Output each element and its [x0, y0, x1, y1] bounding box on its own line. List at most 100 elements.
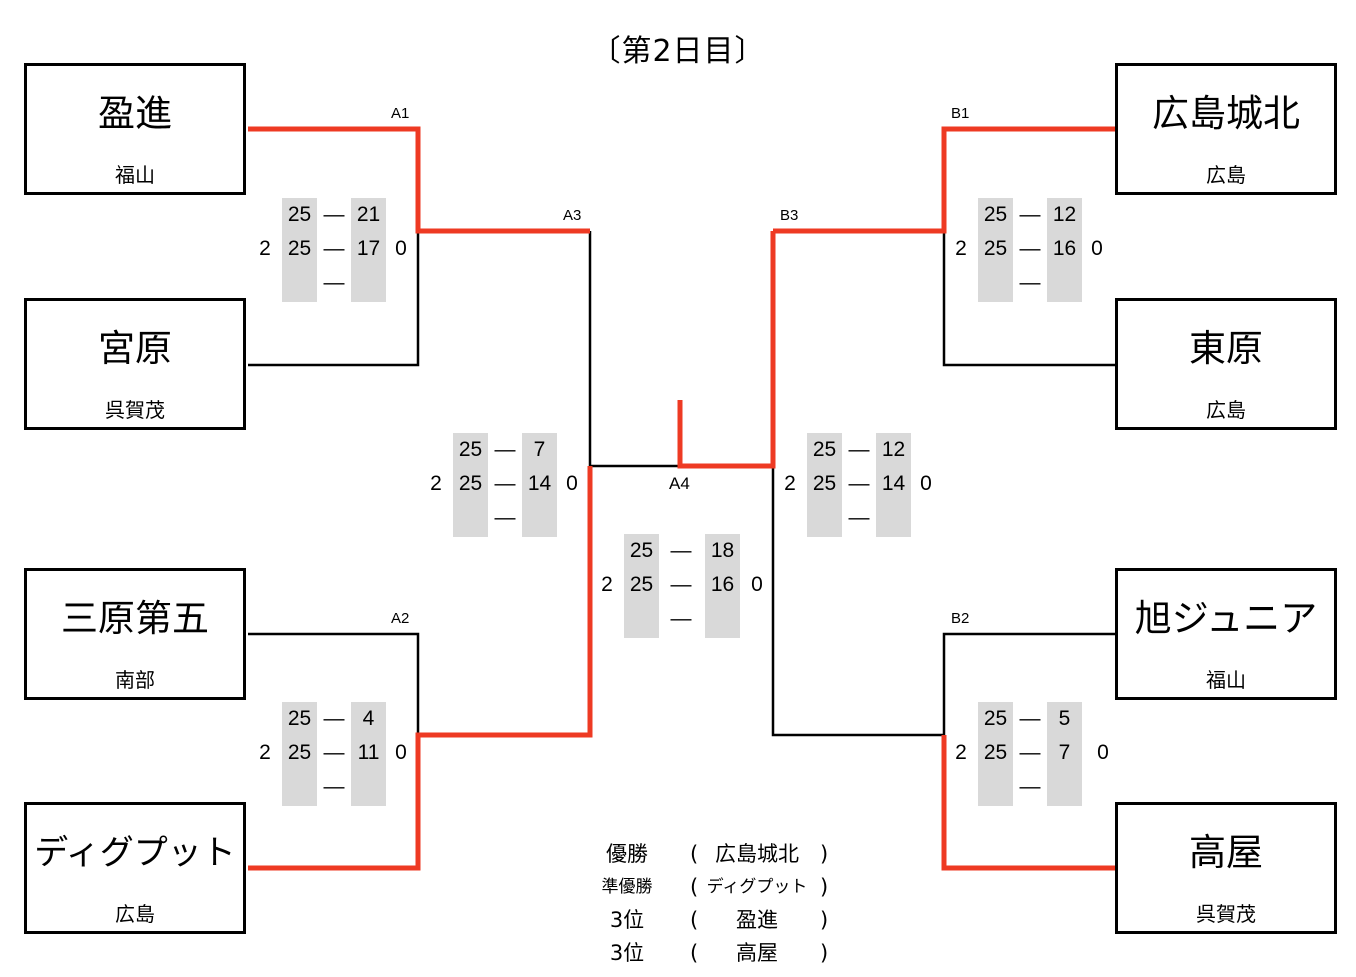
- line-a1-bottom: [248, 231, 420, 367]
- standing-row-runner-up: 準優勝 ( ディグプット ): [590, 871, 850, 904]
- set-score: 25: [983, 203, 1008, 226]
- standing-team: 広島城北: [715, 842, 799, 866]
- set-score: 4: [362, 707, 375, 730]
- set-score: 25: [287, 237, 312, 260]
- set-score: 16: [1052, 237, 1077, 260]
- set-score: 25: [983, 707, 1008, 730]
- set-score: 14: [881, 472, 906, 495]
- winner-line-b1: [773, 126, 1115, 234]
- match-label-a2: A2: [391, 610, 410, 627]
- team-name: 盈進: [98, 92, 172, 135]
- sets-won: 2: [955, 237, 967, 260]
- standing-row-champion: 優勝 ( 広島城北 ): [590, 838, 850, 871]
- team-region: 広島: [1206, 398, 1246, 422]
- set-score: 7: [1058, 741, 1071, 764]
- team-box-hiroshima-johoku: 広島城北 広島: [1115, 63, 1337, 195]
- set-dash: —: [323, 203, 345, 226]
- set-dash: —: [670, 539, 692, 562]
- paren-open: (: [690, 875, 699, 899]
- set-score: 25: [458, 472, 483, 495]
- set-score: 25: [983, 237, 1008, 260]
- set-score: 12: [881, 438, 906, 461]
- team-name: ディグプット: [34, 833, 236, 873]
- page-title: 〔第2日目〕: [590, 34, 766, 69]
- team-region: 福山: [115, 163, 155, 187]
- set-score: 16: [710, 573, 735, 596]
- team-region: 広島: [115, 902, 155, 926]
- set-score: 5: [1058, 707, 1071, 730]
- set-score: 25: [983, 741, 1008, 764]
- standing-row-third-2: 3位 ( 高屋 ): [590, 937, 850, 970]
- team-region: 広島: [1206, 163, 1246, 187]
- set-dash: —: [323, 707, 345, 730]
- standing-label: 3位: [609, 941, 645, 965]
- sets-won: 2: [430, 472, 442, 495]
- score-block-b3: 25 — 12 2 25 — 14 0 —: [779, 433, 959, 537]
- set-dash: —: [848, 506, 870, 529]
- match-label-a1: A1: [391, 105, 410, 122]
- set-dash: —: [1019, 203, 1041, 226]
- sets-won: 2: [601, 573, 613, 596]
- set-score: 25: [287, 741, 312, 764]
- paren-open: (: [690, 941, 699, 965]
- set-score: 25: [287, 203, 312, 226]
- winner-line-a2: [248, 466, 593, 871]
- set-score: 25: [812, 438, 837, 461]
- set-dash: —: [848, 472, 870, 495]
- sets-won: 2: [259, 237, 271, 260]
- set-score: 11: [357, 741, 380, 764]
- standing-team: ディグプット: [706, 877, 808, 897]
- set-dash: —: [848, 438, 870, 461]
- set-dash: —: [670, 607, 692, 630]
- set-dash: —: [1019, 271, 1041, 294]
- paren-open: (: [690, 842, 699, 866]
- team-name: 広島城北: [1152, 92, 1300, 135]
- winner-line-b2: [941, 735, 1115, 871]
- set-score: 25: [287, 707, 312, 730]
- team-name: 宮原: [98, 327, 172, 370]
- paren-close: ): [820, 908, 829, 932]
- team-box-asahi-junior: 旭ジュニア 福山: [1115, 568, 1337, 700]
- set-dash: —: [494, 472, 516, 495]
- paren-close: ): [820, 842, 829, 866]
- set-score: 12: [1052, 203, 1077, 226]
- set-dash: —: [323, 741, 345, 764]
- sets-lost: 0: [395, 741, 407, 764]
- sets-won: 2: [955, 741, 967, 764]
- match-label-b3: B3: [780, 207, 799, 224]
- set-score: 18: [710, 539, 735, 562]
- set-score: 25: [812, 472, 837, 495]
- match-label-b2: B2: [951, 610, 970, 627]
- set-dash: —: [494, 438, 516, 461]
- set-score: 25: [629, 573, 654, 596]
- match-label-b1: B1: [951, 105, 970, 122]
- team-box-takaya: 高屋 呉賀茂: [1115, 802, 1337, 934]
- sets-lost: 0: [920, 472, 932, 495]
- team-box-miyahara: 宮原 呉賀茂: [24, 298, 246, 430]
- team-name: 高屋: [1189, 831, 1263, 874]
- set-score: 7: [533, 438, 546, 461]
- set-score: 25: [458, 438, 483, 461]
- set-dash: —: [323, 775, 345, 798]
- standing-label: 優勝: [606, 842, 648, 866]
- line-b1-bottom: [942, 231, 1115, 367]
- set-dash: —: [1019, 741, 1041, 764]
- team-box-higashihara: 東原 広島: [1115, 298, 1337, 430]
- winner-line-a1: [248, 126, 590, 234]
- team-region: 福山: [1206, 668, 1246, 692]
- set-dash: —: [1019, 707, 1041, 730]
- set-dash: —: [494, 506, 516, 529]
- line-b2-top: [942, 632, 1115, 735]
- match-label-a4: A4: [669, 474, 690, 493]
- sets-won: 2: [259, 741, 271, 764]
- team-box-mihara-daigo: 三原第五 南部: [24, 568, 246, 700]
- sets-won: 2: [784, 472, 796, 495]
- sets-lost: 0: [395, 237, 407, 260]
- final-standings: 優勝 ( 広島城北 ) 準優勝 ( ディグプット ) 3位 ( 盈進 ) 3位 …: [590, 838, 850, 970]
- team-region: 呉賀茂: [1196, 902, 1256, 926]
- set-score: 17: [356, 237, 381, 260]
- set-score: 14: [527, 472, 552, 495]
- team-box-eishin: 盈進 福山: [24, 63, 246, 195]
